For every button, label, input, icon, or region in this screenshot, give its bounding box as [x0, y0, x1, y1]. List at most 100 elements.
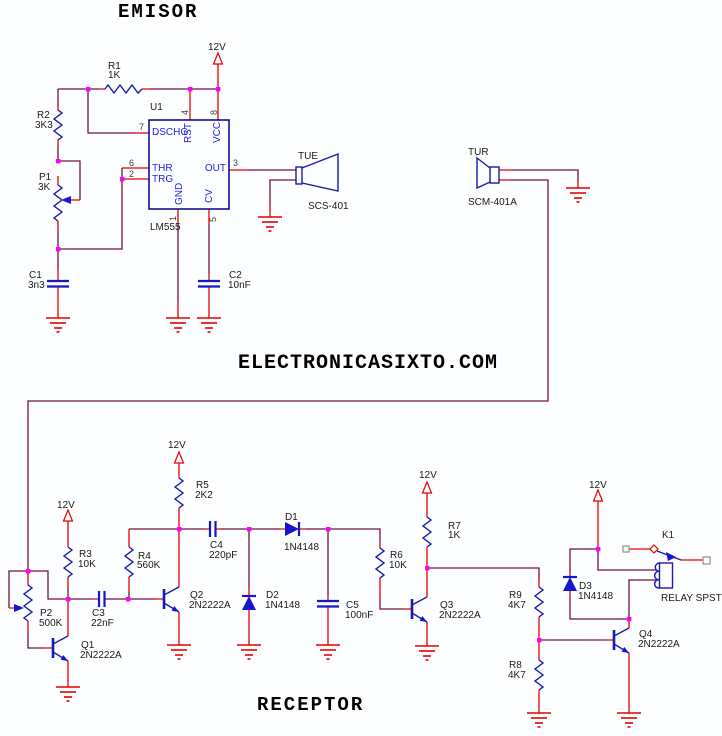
relay-contact-terminal: [702, 556, 711, 565]
ground-icon: [414, 645, 440, 661]
junction-dots: [26, 87, 632, 643]
watermark-text: ELECTRONICASIXTO.COM: [238, 352, 498, 375]
q1-ref-label: Q1: [81, 640, 95, 651]
ic-pin-name-thr: THR: [152, 163, 173, 174]
capacitor-c2: [196, 279, 222, 288]
resistor-r4: [124, 546, 134, 578]
ground-symbols: [45, 187, 642, 728]
relay-coil-bumps: [654, 562, 660, 589]
power-arrow-icon: [592, 489, 604, 502]
r9-ref-label: R9: [509, 590, 522, 601]
d1-value-label: 1N4148: [284, 542, 319, 553]
power-arrow-icon: [173, 451, 185, 464]
relay-pole-icon: [649, 544, 659, 554]
speaker-tue: [295, 152, 339, 192]
q4-value-label: 2N2222A: [638, 639, 680, 650]
power-label: 12V: [168, 440, 186, 451]
r4-value-label: 560K: [137, 560, 161, 571]
power-label: 12V: [208, 42, 226, 53]
capacitor-c4: [208, 519, 217, 539]
capacitor-c3: [97, 589, 106, 609]
c2-ref-label: C2: [229, 270, 242, 281]
r4-ref-label: R4: [138, 551, 151, 562]
transistor-q2: [162, 585, 181, 614]
ground-icon: [165, 317, 191, 333]
resistor-r2: [53, 109, 63, 141]
ground-icon: [526, 712, 552, 728]
d2-value-label: 1N4148: [265, 600, 300, 611]
ground-icon: [166, 644, 192, 660]
d2-ref-label: D2: [266, 590, 279, 601]
r7-value-label: 1K: [448, 530, 461, 541]
ground-icon: [236, 644, 262, 660]
r2-ref-label: R2: [37, 110, 50, 121]
ic-pin-name-gnd: GND: [174, 183, 185, 205]
ground-icon: [565, 187, 591, 203]
resistor-r7: [422, 516, 432, 548]
relay-k1: [622, 544, 711, 589]
r6-ref-label: R6: [390, 550, 403, 561]
d3-value-label: 1N4148: [578, 591, 613, 602]
r6-value-label: 10K: [389, 560, 407, 571]
c5-value-label: 100nF: [345, 610, 373, 621]
r7-ref-label: R7: [448, 521, 461, 532]
pin-number-4: 4: [180, 110, 190, 115]
power-label: 12V: [57, 500, 75, 511]
ic-pin-name-trg: TRG: [152, 174, 173, 185]
diode-d2: [240, 594, 258, 612]
transistor-q3: [410, 595, 429, 624]
ground-icon: [315, 644, 341, 660]
ground-icon: [55, 686, 81, 702]
c3-value-label: 22nF: [91, 618, 114, 629]
ic-part-label: LM555: [150, 222, 181, 233]
q3-ref-label: Q3: [440, 600, 454, 611]
q4-ref-label: Q4: [639, 629, 653, 640]
pin-number-2: 2: [129, 169, 134, 179]
c3-ref-label: C3: [92, 608, 105, 619]
relay-lever-arrow-icon: [666, 552, 676, 561]
r8-ref-label: R8: [509, 660, 522, 671]
r5-ref-label: R5: [196, 480, 209, 491]
pin-number-8: 8: [209, 110, 219, 115]
relay-coil: [658, 562, 674, 589]
r8-value-label: 4K7: [508, 670, 526, 681]
c1-ref-label: C1: [29, 270, 42, 281]
relay-contact-terminal: [622, 545, 630, 553]
power-arrows: [62, 52, 604, 522]
resistor-r5: [174, 477, 184, 509]
speaker-tur: [476, 156, 500, 190]
tur-part-label: SCM-401A: [468, 197, 517, 208]
r3-value-label: 10K: [78, 559, 96, 570]
title-emitter: EMISOR: [118, 1, 198, 23]
p1-value-label: 3K: [38, 182, 51, 193]
ic-pin-name-out: OUT: [205, 163, 226, 174]
ic-ref-label: U1: [150, 102, 163, 113]
diode-d1: [283, 520, 301, 538]
c1-value-label: 3n3: [28, 280, 45, 291]
ic-pin-name-vcc: VCC: [212, 122, 223, 143]
ground-icon: [196, 317, 222, 333]
p1-ref-label: P1: [39, 172, 52, 183]
ground-icon: [257, 216, 283, 232]
potentiometer-p1: [53, 184, 71, 222]
pin-number-5: 5: [208, 217, 218, 222]
c5-ref-label: C5: [346, 600, 359, 611]
p2-ref-label: P2: [40, 608, 53, 619]
d1-ref-label: D1: [285, 512, 298, 523]
pin-number-6: 6: [129, 158, 134, 168]
resistor-r6: [375, 547, 385, 579]
q1-value-label: 2N2222A: [80, 650, 122, 661]
k1-ref-label: K1: [662, 530, 675, 541]
tur-ref-label: TUR: [468, 147, 489, 158]
r2-value-label: 3K3: [35, 120, 53, 131]
resistor-r9: [534, 586, 544, 618]
r5-value-label: 2K2: [195, 490, 213, 501]
resistor-r3: [63, 546, 73, 578]
resistor-r1: [104, 84, 143, 94]
transistor-q4: [612, 626, 631, 655]
title-receiver: RECEPTOR: [257, 694, 364, 716]
resistor-r8: [534, 659, 544, 691]
power-label: 12V: [589, 480, 607, 491]
